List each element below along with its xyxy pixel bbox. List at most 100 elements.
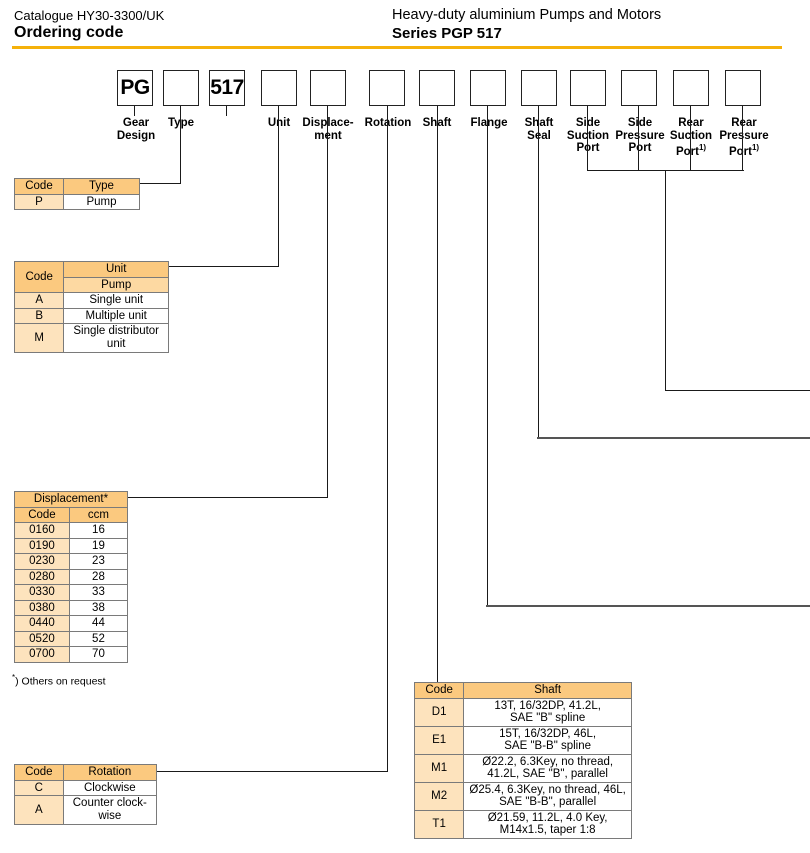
shaft-desc-m1: Ø22.2, 6.3Key, no thread, 41.2L, SAE "B"… bbox=[463, 753, 632, 783]
table-row: Code Unit bbox=[13, 261, 169, 293]
connector-displacement-vert bbox=[327, 106, 329, 498]
shaft-code-d1: D1 bbox=[413, 697, 465, 727]
table-rotation: Code Rotation C Clockwise A Counter cloc… bbox=[14, 764, 158, 825]
displacement-ccm-0440: 44 bbox=[68, 615, 129, 632]
label-rear-pressure-port: Rear Pressure Port1) bbox=[714, 117, 774, 158]
table-unit: Code Unit Pump A Single unit B Multiple … bbox=[13, 261, 169, 353]
code-box-rear-pressure-port[interactable] bbox=[725, 70, 761, 106]
displacement-code-0330: 0330 bbox=[14, 584, 70, 601]
connector-ports-merge-horiz bbox=[665, 390, 810, 392]
displacement-footnote-text: ) Others on request bbox=[15, 675, 106, 688]
table-row: E1 15T, 16/32DP, 46L, SAE "B-B" spline bbox=[413, 725, 632, 755]
displacement-ccm-0380: 38 bbox=[68, 599, 129, 616]
table-row: Pump bbox=[15, 276, 169, 293]
connector-unit-vert bbox=[278, 106, 280, 267]
unit-subheader-pump: Pump bbox=[63, 276, 169, 293]
connector-unit-horiz bbox=[169, 266, 279, 268]
shaft-code-m2: M2 bbox=[413, 781, 465, 811]
code-box-displacement[interactable] bbox=[310, 70, 346, 106]
shaft-desc-d1: 13T, 16/32DP, 41.2L, SAE "B" spline bbox=[463, 697, 632, 727]
displacement-code-0700: 0700 bbox=[14, 646, 70, 663]
code-box-series[interactable]: 517 bbox=[209, 70, 245, 106]
table-row: Code Type bbox=[14, 178, 141, 195]
code-box-unit[interactable] bbox=[261, 70, 297, 106]
displacement-ccm-0330: 33 bbox=[68, 584, 129, 601]
code-box-shaft[interactable] bbox=[419, 70, 455, 106]
unit-desc-b: Multiple unit bbox=[63, 307, 169, 324]
code-box-type[interactable] bbox=[163, 70, 199, 106]
rotation-header-rotation: Rotation bbox=[62, 764, 158, 781]
code-box-gear-design[interactable]: PG bbox=[117, 70, 153, 106]
table-row: D1 13T, 16/32DP, 41.2L, SAE "B" spline bbox=[413, 697, 632, 727]
rotation-desc-c: Clockwise bbox=[62, 779, 158, 796]
unit-desc-a: Single unit bbox=[63, 292, 169, 309]
connector-flange-vert bbox=[487, 106, 489, 606]
product-series: Series PGP 517 bbox=[392, 25, 502, 42]
table-row: Code Shaft bbox=[413, 682, 632, 699]
type-header-type: Type bbox=[62, 178, 141, 195]
unit-code-m: M bbox=[13, 323, 65, 353]
footnote-ref-rear-pressure: 1) bbox=[751, 143, 760, 152]
connector-rotation-horiz bbox=[157, 771, 388, 773]
displacement-ccm-0190: 19 bbox=[68, 537, 129, 554]
rotation-code-a: A bbox=[14, 795, 64, 825]
code-box-rotation[interactable] bbox=[369, 70, 405, 106]
displacement-code-0190: 0190 bbox=[14, 537, 70, 554]
unit-header-code: Code bbox=[13, 261, 65, 293]
connector-shaft-seal-vert bbox=[538, 106, 540, 438]
shaft-code-m1: M1 bbox=[413, 753, 465, 783]
code-box-side-pressure-port[interactable] bbox=[621, 70, 657, 106]
connector-shaft-seal-horiz bbox=[537, 437, 810, 439]
displacement-ccm-0280: 28 bbox=[68, 568, 129, 585]
table-row: A Single unit bbox=[13, 292, 169, 309]
header-divider bbox=[12, 46, 782, 49]
table-row: P Pump bbox=[14, 193, 141, 210]
type-code-p: P bbox=[14, 193, 64, 210]
shaft-code-t1: T1 bbox=[413, 809, 465, 839]
connector-rotation-vert bbox=[387, 106, 389, 772]
connector-ports-merge-vert bbox=[665, 170, 667, 391]
shaft-desc-e1: 15T, 16/32DP, 46L, SAE "B-B" spline bbox=[463, 725, 632, 755]
unit-code-b: B bbox=[13, 307, 65, 324]
shaft-header-code: Code bbox=[413, 682, 465, 699]
connector-displacement-horiz bbox=[128, 497, 328, 499]
table-row: B Multiple unit bbox=[13, 307, 169, 324]
connector-rear-suction-stub bbox=[690, 106, 692, 171]
label-rear-pressure-port-text: Rear Pressure Port bbox=[719, 117, 769, 158]
table-row: Code ccm bbox=[14, 506, 129, 523]
table-row: M2 Ø25.4, 6.3Key, no thread, 46L, SAE "B… bbox=[413, 781, 632, 811]
displacement-code-0230: 0230 bbox=[14, 553, 70, 570]
displacement-ccm-0520: 52 bbox=[68, 630, 129, 647]
rotation-desc-a: Counter clock-wise bbox=[62, 795, 158, 825]
code-box-side-suction-port[interactable] bbox=[570, 70, 606, 106]
table-row: Displacement* bbox=[14, 491, 128, 508]
shaft-code-e1: E1 bbox=[413, 725, 465, 755]
label-gear-design: Gear Design bbox=[116, 117, 156, 142]
displacement-ccm-0230: 23 bbox=[68, 553, 129, 570]
table-row: M1 Ø22.2, 6.3Key, no thread, 41.2L, SAE … bbox=[413, 753, 632, 783]
connector-shaft-vert bbox=[437, 106, 439, 684]
connector-flange-horiz bbox=[486, 605, 810, 607]
shaft-header-shaft: Shaft bbox=[463, 682, 632, 699]
unit-desc-m: Single distributor unit bbox=[63, 323, 169, 353]
connector-gear-design bbox=[134, 106, 136, 116]
label-side-pressure-port: Side Pressure Port bbox=[615, 117, 665, 154]
table-type: Code Type P Pump bbox=[14, 178, 141, 210]
shaft-desc-m2: Ø25.4, 6.3Key, no thread, 46L, SAE "B-B"… bbox=[463, 781, 632, 811]
label-flange: Flange bbox=[470, 117, 508, 129]
code-box-flange[interactable] bbox=[470, 70, 506, 106]
displacement-header-ccm: ccm bbox=[68, 506, 129, 523]
code-box-shaft-seal[interactable] bbox=[521, 70, 557, 106]
displacement-footnote: *) Others on request bbox=[12, 673, 106, 688]
code-box-rear-suction-port[interactable] bbox=[673, 70, 709, 106]
displacement-code-0440: 0440 bbox=[14, 615, 70, 632]
displacement-ccm-0700: 70 bbox=[68, 646, 129, 663]
